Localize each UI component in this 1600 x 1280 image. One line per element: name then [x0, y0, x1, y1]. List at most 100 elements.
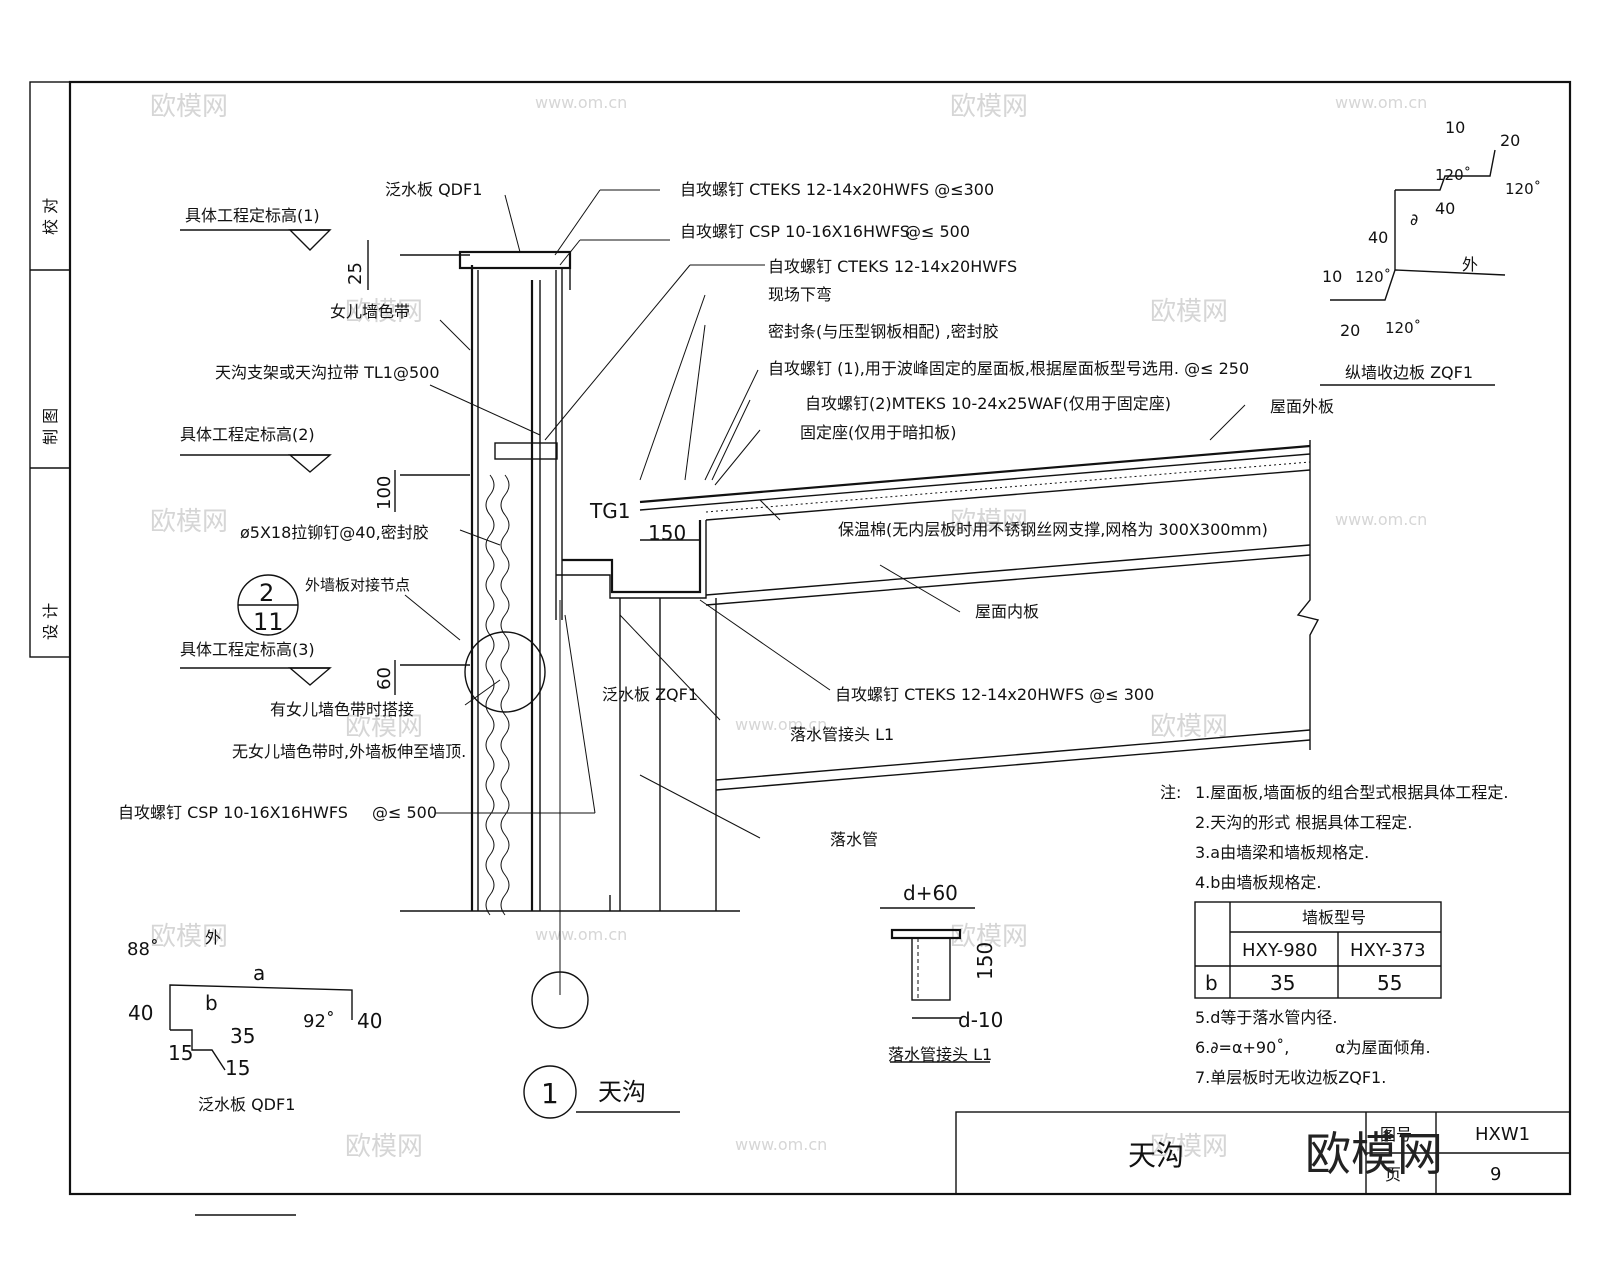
table-col-1: HXY-980 [1242, 940, 1318, 961]
watermark-url: www.om.cn [735, 1135, 827, 1154]
qdf1-d35: 35 [230, 1024, 255, 1048]
dim-60: 60 [374, 667, 395, 690]
flashing-qdf1-label: 泛水板 QDF1 [385, 180, 482, 199]
watermark-logo: 欧模网 [950, 922, 1028, 952]
parapet-band-label: 女儿墙色带 [330, 302, 410, 321]
design-label: 设 计 [41, 603, 60, 640]
watermark-url: www.om.cn [735, 715, 827, 734]
field-bend-label: 现场下弯 [768, 285, 832, 304]
zqf1-title: 纵墙收边板 ZQF1 [1345, 363, 1473, 382]
wall-panel-table: 墙板型号 HXY-980 HXY-373 b 35 55 [1194, 901, 1442, 999]
elevation-3-label: 具体工程定标高(3) [180, 640, 315, 659]
zqf1-d20-b: 20 [1340, 321, 1360, 340]
zqf1-angle-3: 120˚ [1355, 268, 1391, 286]
watermark-logo: 欧模网 [345, 1132, 423, 1162]
screw-b-label: 自攻螺钉(2)MTEKS 10-24x25WAF(仅用于固定座) [805, 394, 1171, 413]
notes-label: 注: [1160, 783, 1181, 802]
zqf1-d40: 40 [1368, 228, 1388, 247]
title-block-name: 天沟 [1128, 1139, 1184, 1172]
watermark-logo: 欧模网 [150, 92, 228, 122]
extend-label: 无女儿墙色带时,外墙板伸至墙顶. [232, 742, 466, 761]
leader-lines [404, 189, 1246, 839]
zqf1-d10: 10 [1445, 118, 1465, 137]
table-header: 墙板型号 [1302, 908, 1366, 927]
drawing-border [68, 80, 1572, 1196]
detail-reference-bubble: 2 11 [237, 574, 299, 636]
qdf1-outer: 外 [205, 928, 221, 947]
watermark-logo: 欧模网 [150, 507, 228, 537]
main-title: 1 天沟 [523, 1065, 680, 1119]
screw-callout-1: 自攻螺钉 CTEKS 12-14x20HWFS @≤300 [680, 180, 994, 199]
qdf1-d15-a: 15 [168, 1041, 193, 1065]
note-6: 6.∂=α+90˚, [1195, 1038, 1289, 1057]
note-3: 3.a由墙梁和墙板规格定. [1195, 843, 1369, 862]
note-2: 2.天沟的形式 根据具体工程定. [1195, 813, 1412, 832]
watermark-logo: 欧模网 [345, 297, 423, 327]
dim-100: 100 [374, 476, 395, 510]
zqf1-d10-b: 10 [1322, 267, 1342, 286]
dim-150: 150 [648, 521, 686, 545]
zqf1-detail: 10 20 120˚ 120˚ 40 ∂ 40 外 10 120˚ 20 120… [1320, 118, 1541, 386]
screw-callout-2: 自攻螺钉 CSP 10-16X16HWFS [680, 222, 910, 241]
fixing-seat-label: 固定座(仅用于暗扣板) [800, 423, 957, 442]
dim-25: 25 [345, 262, 366, 285]
main-title-number: 1 [541, 1077, 559, 1110]
watermark-layer: 欧模网 www.om.cn 欧模网 www.om.cn 欧模网 欧模网 欧模网 … [150, 92, 1427, 1162]
zqf1-angle-4: 120˚ [1385, 319, 1421, 337]
note-7: 7.单层板时无收边板ZQF1. [1195, 1068, 1386, 1087]
page-number: 9 [1490, 1164, 1501, 1185]
table-row-label: b [1205, 971, 1218, 995]
zqf1-angle-1: 120˚ [1435, 166, 1471, 184]
qdf1-detail: 88˚ 外 a b 40 40 92˚ 35 15 15 泛水板 QDF1 [127, 928, 382, 1216]
tg1-label: TG1 [589, 499, 630, 523]
wall-joint-label: 外墙板对接节点 [305, 576, 410, 594]
screw-callout-3: 自攻螺钉 CTEKS 12-14x20HWFS [768, 257, 1017, 276]
wall-joint-circle [464, 631, 546, 713]
qdf1-angle-92: 92˚ [303, 1011, 335, 1032]
title-block: 天沟 图号 HXW1 页 9 [955, 1111, 1571, 1195]
roof-inner-label: 屋面内板 [975, 602, 1039, 621]
roof-outer-label: 屋面外板 [1270, 397, 1334, 416]
detail-ref-bottom: 11 [253, 608, 284, 636]
l1-dim-150: 150 [973, 942, 997, 980]
downpipe-section-circle [531, 971, 589, 1029]
watermark-logo: 欧模网 [950, 92, 1028, 122]
zqf1-outer: 外 [1462, 255, 1478, 274]
overlap-label: 有女儿墙色带时搭接 [270, 700, 414, 719]
flashing-zqf1-label: 泛水板 ZQF1 [602, 685, 698, 704]
downpipe-joint-label: 落水管接头 L1 [790, 725, 894, 744]
table-value-1: 35 [1270, 971, 1295, 995]
screw-bottom-label: 自攻螺钉 CTEKS 12-14x20HWFS @≤ 300 [835, 685, 1154, 704]
watermark-logo: 欧模网 [1150, 297, 1228, 327]
note-4: 4.b由墙板规格定. [1195, 873, 1322, 892]
l1-detail: d+60 150 d-10 落水管接头 L1 [880, 881, 1003, 1064]
downpipe-label: 落水管 [830, 830, 878, 849]
fig-number-label: 图号 [1380, 1125, 1412, 1144]
l1-title: 落水管接头 L1 [888, 1045, 992, 1064]
watermark-url: www.om.cn [1335, 510, 1427, 529]
elevation-markers [180, 229, 332, 686]
qdf1-angle-88: 88˚ [127, 939, 159, 960]
fig-number: HXW1 [1475, 1124, 1530, 1145]
watermark-url: www.om.cn [535, 93, 627, 112]
watermark-logo: 欧模网 [345, 712, 423, 742]
l1-dim-top: d+60 [903, 881, 958, 905]
watermark-logo: 欧模网 [1150, 712, 1228, 742]
qdf1-d40-left: 40 [128, 1001, 153, 1025]
rivet-label: ø5X18拉铆钉@40,密封胶 [240, 523, 429, 542]
omo-logo: 欧模网 [1305, 1127, 1443, 1181]
qdf1-d15-b: 15 [225, 1056, 250, 1080]
watermark-logo: 欧模网 [950, 507, 1028, 537]
zqf1-angle-2: 120˚ [1505, 180, 1541, 198]
qdf1-b: b [205, 991, 218, 1015]
screw-left-spacing: @≤ 500 [372, 803, 437, 822]
screw-callout-2-spacing: @≤ 500 [905, 222, 970, 241]
insulation-label: 保温棉(无内层板时用不锈钢丝网支撑,网格为 300X300mm) [838, 520, 1268, 539]
parapet-wall [400, 250, 740, 1029]
note-6-alpha: α为屋面倾角. [1335, 1038, 1431, 1057]
screw-a-label: 自攻螺钉 (1),用于波峰固定的屋面板,根据屋面板型号选用. @≤ 250 [768, 359, 1249, 378]
qdf1-a: a [253, 961, 265, 985]
table-value-2: 55 [1377, 971, 1402, 995]
detail-ref-top: 2 [259, 579, 274, 607]
notes: 注: 1.屋面板,墙面板的组合型式根据具体工程定. 2.天沟的形式 根据具体工程… [1160, 783, 1508, 1087]
